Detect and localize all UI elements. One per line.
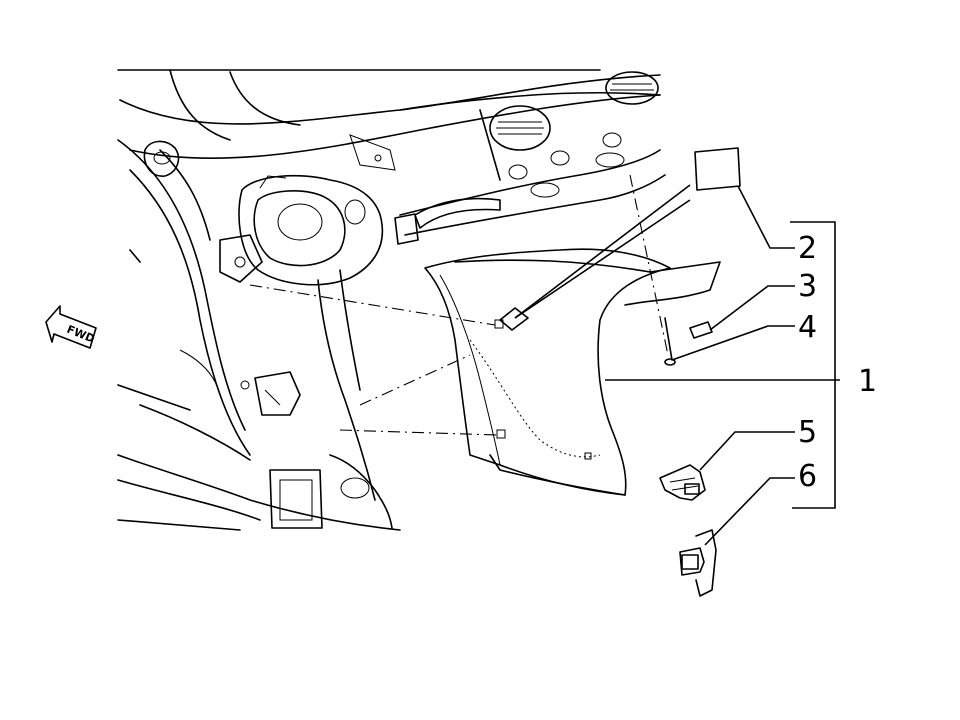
- square-pad-part: [499, 147, 741, 331]
- callout-labels: 2 3 4 1 5 6: [798, 231, 877, 494]
- callout-6: 6: [798, 459, 817, 494]
- callout-2: 2: [798, 231, 817, 266]
- callout-4: 4: [798, 310, 817, 345]
- forward-direction-arrow: FWD: [45, 305, 97, 349]
- retainer-clip-part: [689, 321, 713, 339]
- spring-clip-part: [679, 529, 717, 597]
- locator-lines: [249, 174, 669, 436]
- callout-5: 5: [798, 415, 817, 450]
- callout-leaders: [605, 185, 840, 546]
- callout-1: 1: [858, 364, 877, 399]
- vehicle-body-structure: [117, 69, 666, 531]
- push-fastener-part: [659, 464, 706, 501]
- callout-3: 3: [798, 269, 817, 304]
- quarter-trim-panel: [424, 248, 721, 496]
- screw-part: [664, 317, 676, 366]
